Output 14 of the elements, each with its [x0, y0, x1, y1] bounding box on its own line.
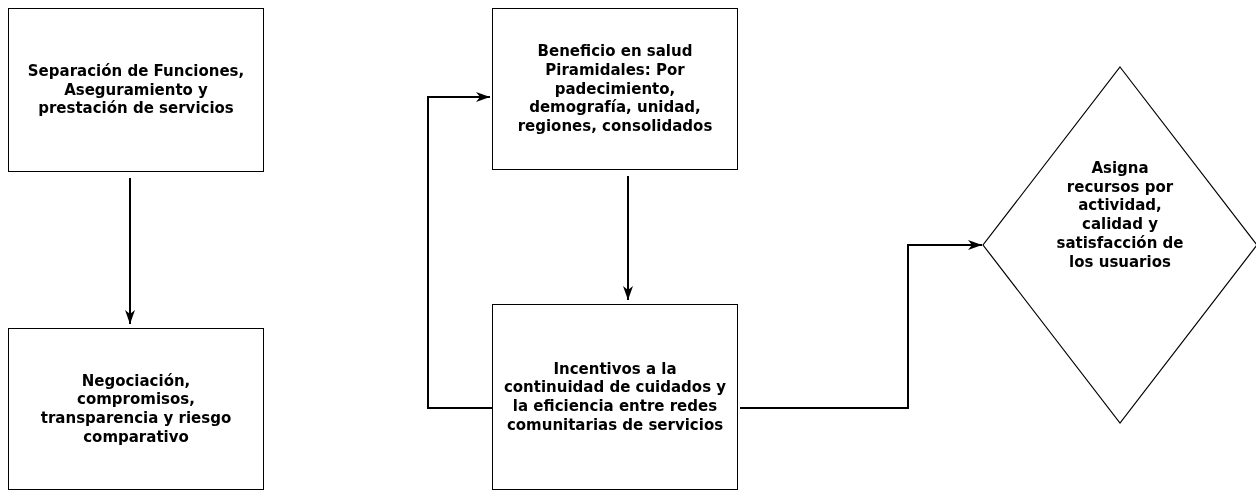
process-box	[492, 8, 738, 170]
arrow	[623, 175, 633, 301]
box-text: Asigna recursos por actividad, calidad y satisfacción de los usuarios	[1055, 158, 1185, 272]
process-box	[8, 8, 264, 172]
box-text: Separación de Funciones, Aseguramiento y prestación de servicios	[27, 61, 245, 119]
box-text: Negociación, compromisos, transparencia y riesgo comparativo	[39, 371, 233, 447]
process-box	[8, 328, 264, 490]
decision-diamond	[983, 67, 1256, 423]
box-text: Incentivos a la continuidad de cuidados y la eficiencia entre redes comunitarias de servicios	[503, 359, 727, 435]
box-text: Beneficio en salud Piramidales: Por padecimiento, demografía, unidad, regiones, consolidados	[516, 42, 714, 136]
arrow	[125, 177, 135, 325]
process-box	[492, 304, 738, 490]
arrow	[427, 92, 493, 409]
arrow	[739, 240, 983, 409]
